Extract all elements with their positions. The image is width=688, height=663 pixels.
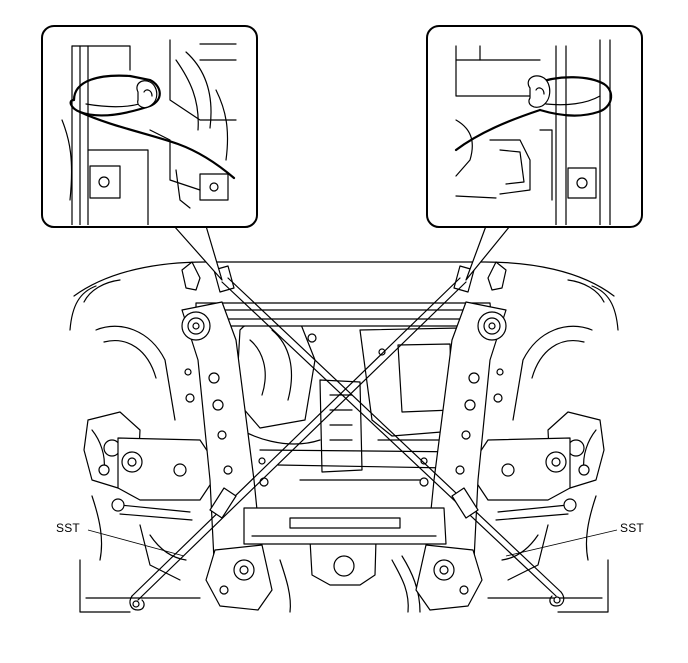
sst-leader-lines [87,529,618,557]
sst-tool-bars [129,265,565,611]
sst-label-left: SST [56,521,80,535]
right-detail-inset [426,25,643,228]
right-suspension-arm [467,411,605,581]
sst-label-right: SST [620,521,644,535]
front-subframe [181,261,507,611]
vehicle-body-outline [69,261,619,613]
detail-callout-pointers [173,222,511,281]
left-suspension-arm [83,411,221,581]
left-detail-inset [41,25,258,228]
